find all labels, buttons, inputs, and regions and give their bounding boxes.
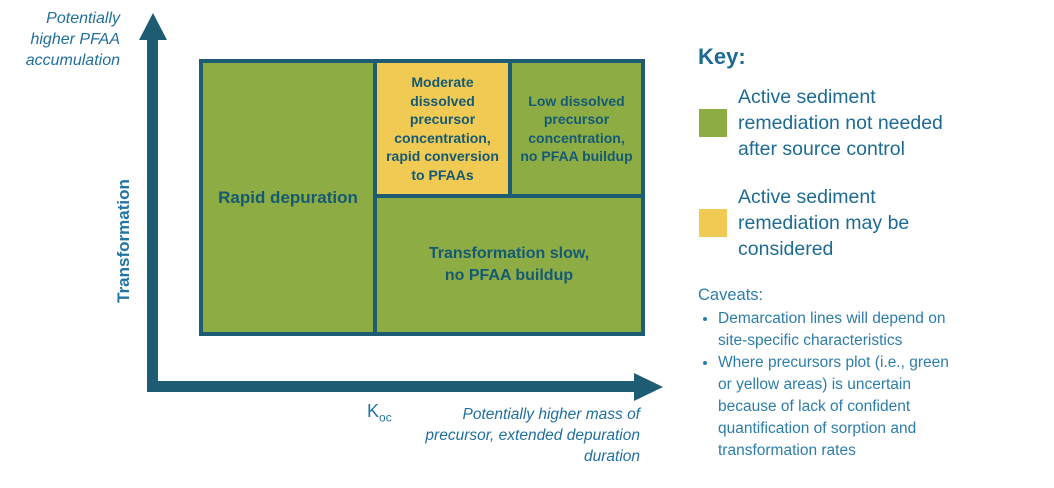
- region-rapid-depuration: Rapid depuration: [203, 63, 373, 332]
- yellow-swatch: [699, 209, 727, 237]
- x-axis-title: Koc: [367, 401, 392, 425]
- x-axis-arrowhead-icon: [634, 373, 663, 401]
- x-axis-line: [147, 381, 635, 392]
- green-swatch: [699, 109, 727, 137]
- koc-base: K: [367, 401, 380, 421]
- koc-subscript: oc: [379, 410, 392, 425]
- y-axis-line: [147, 36, 158, 392]
- key-item-green-label: Active sediment remediation not needed a…: [738, 86, 943, 160]
- region-moderate-dissolved-precursor: Moderate dissolved precursor concentrati…: [377, 63, 508, 194]
- key-heading: Key:: [698, 44, 746, 69]
- caveats-heading: Caveats:: [698, 286, 764, 304]
- key-item-yellow-label: Active sediment remediation may be consi…: [738, 186, 910, 260]
- y-axis-title: Transformation: [114, 179, 133, 303]
- key-item-green: Active sediment remediation not needed a…: [699, 84, 943, 162]
- key-item-yellow: Active sediment remediation may be consi…: [699, 184, 909, 262]
- x-axis-annotation: Potentially higher mass of precursor, ex…: [425, 406, 640, 465]
- caveats-panel: Caveats: Demarcation lines will depend o…: [698, 286, 1043, 462]
- y-axis-arrowhead-icon: [139, 13, 167, 40]
- region-transformation-slow: Transformation slow, no PFAA buildup: [377, 198, 641, 332]
- caveat-item: Where precursors plot (i.e., green or ye…: [718, 352, 1043, 462]
- region-low-dissolved-precursor: Low dissolved precursor concentration, n…: [512, 63, 641, 194]
- y-axis-annotation: Potentially higher PFAA accumulation: [25, 10, 120, 69]
- caveats-list: Demarcation lines will depend on site-sp…: [698, 308, 1043, 462]
- quadrant-matrix: Rapid depuration Moderate dissolved prec…: [199, 59, 645, 336]
- caveat-item: Demarcation lines will depend on site-sp…: [718, 308, 1043, 352]
